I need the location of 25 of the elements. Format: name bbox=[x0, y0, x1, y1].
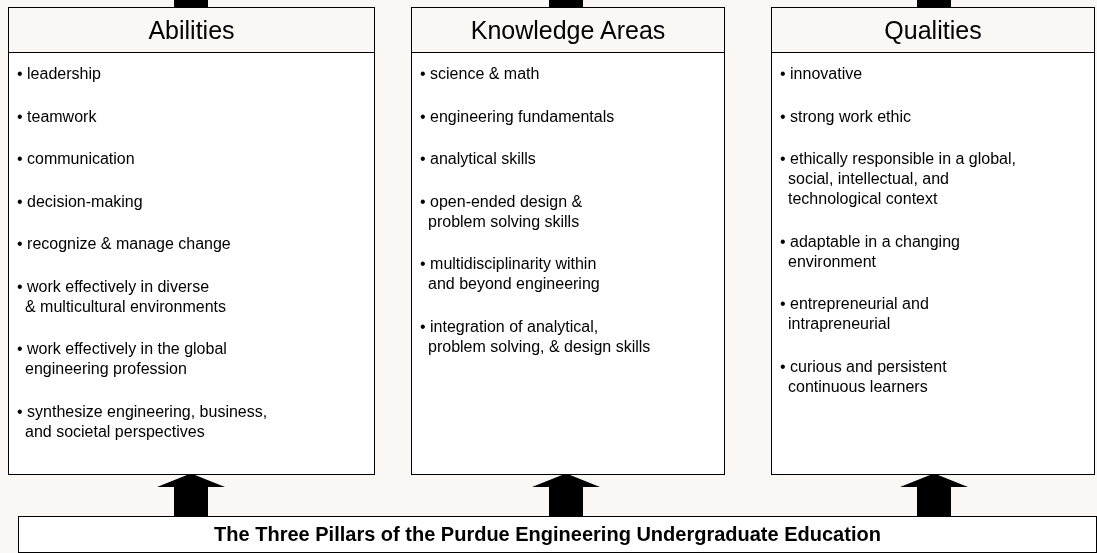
list-item: • analytical skills bbox=[420, 149, 537, 169]
list-item: • ethically responsible in a global, social, intellectual, and technological context bbox=[780, 149, 1017, 209]
list-item: • work effectively in the global engineering profession bbox=[17, 339, 228, 379]
list-item: • recognize & manage change bbox=[17, 234, 232, 254]
list-item: • integration of analytical, problem solving, & design skills bbox=[420, 316, 652, 357]
list-item: • communication bbox=[17, 149, 136, 169]
column-heading: Qualities bbox=[771, 7, 1095, 53]
list-item: • open-ended design & problem solving skills bbox=[420, 191, 584, 232]
list-item: • teamwork bbox=[17, 106, 98, 127]
list-item: • engineering fundamentals bbox=[420, 106, 616, 127]
list-item: • entrepreneurial and intrapreneurial bbox=[780, 294, 930, 334]
list-item: • science & math bbox=[420, 64, 541, 84]
list-item: • innovative bbox=[780, 64, 864, 84]
list-item: • work effectively in diverse & multicultural environments bbox=[17, 276, 227, 317]
list-item: • adaptable in a changing environment bbox=[780, 231, 961, 272]
column-heading: Abilities bbox=[8, 7, 375, 53]
list-item: • multidisciplinarity within and beyond engineering bbox=[420, 254, 601, 294]
banner-title: The Three Pillars of the Purdue Engineering Undergraduate Education bbox=[214, 523, 881, 546]
column-heading: Knowledge Areas bbox=[411, 7, 725, 53]
list-item: • decision-making bbox=[17, 191, 144, 212]
list-item: • strong work ethic bbox=[780, 106, 912, 127]
base-banner bbox=[18, 516, 1097, 553]
list-item: • leadership bbox=[17, 64, 102, 84]
list-item: • curious and persistent continuous learners bbox=[780, 356, 948, 397]
list-item: • synthesize engineering, business, and societal perspectives bbox=[17, 401, 269, 442]
